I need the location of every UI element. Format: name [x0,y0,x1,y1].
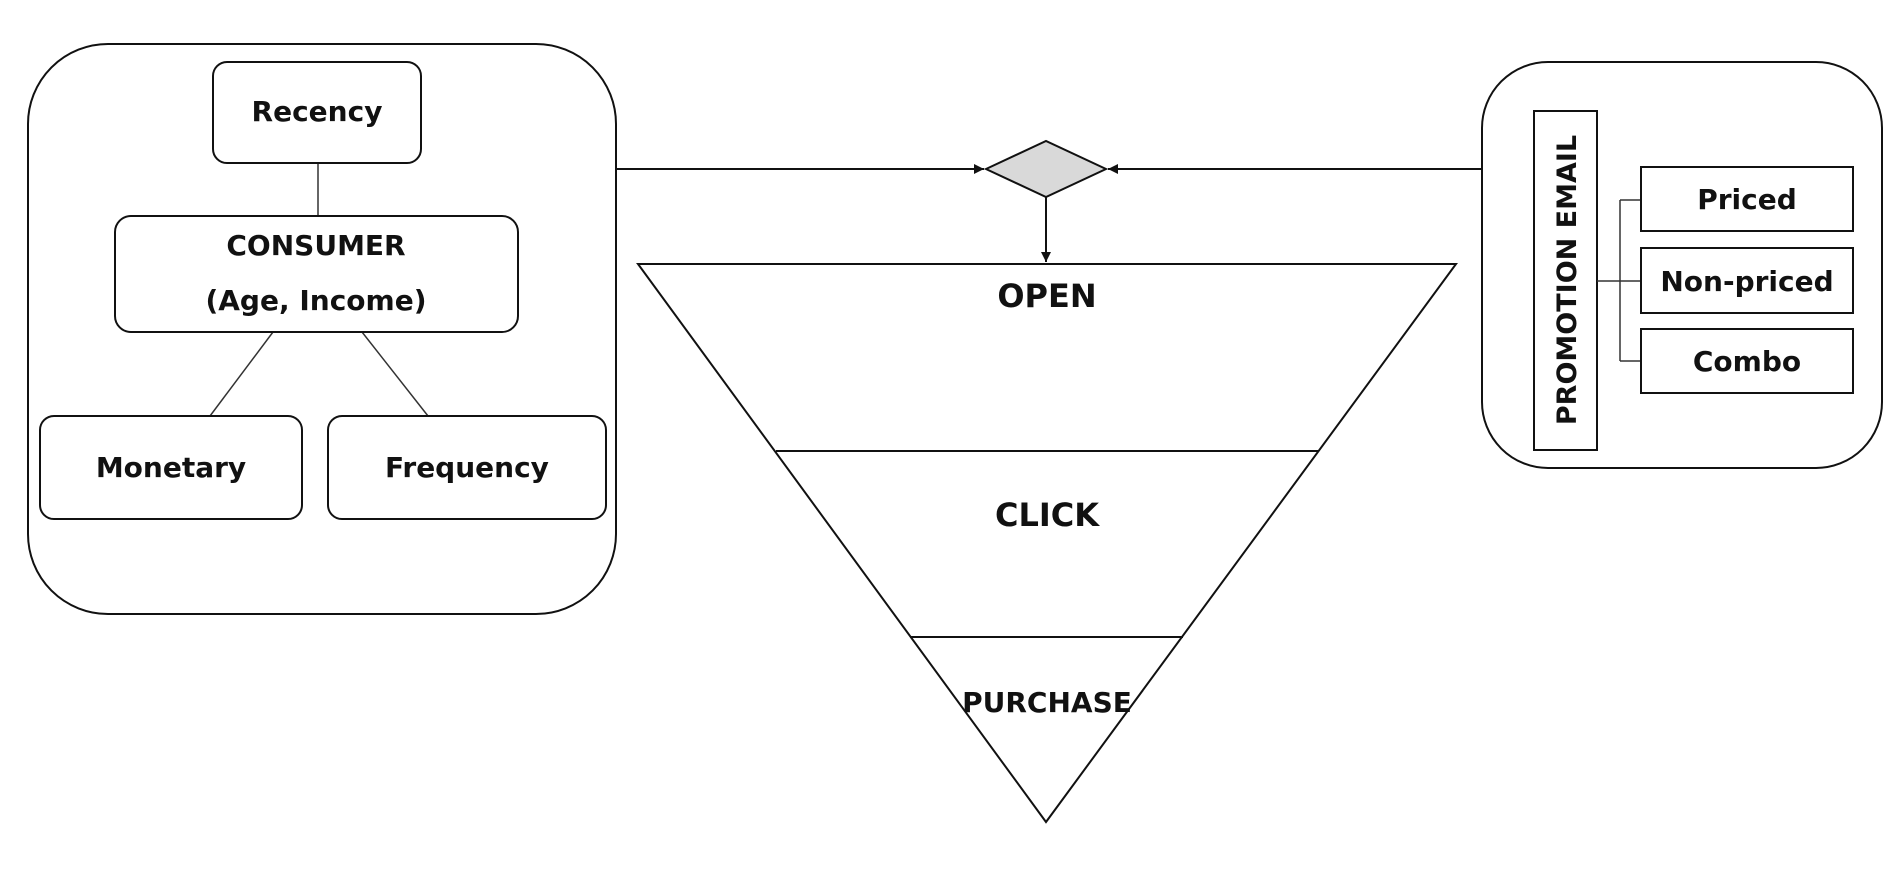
consumer-frequency-connector [361,331,429,417]
priced-box: Priced [1640,166,1854,232]
promotion-email-box: PROMOTION EMAIL [1533,110,1598,451]
funnel: OPEN CLICK PURCHASE [636,263,1458,824]
nonpriced-box: Non-priced [1640,247,1854,314]
combo-label: Combo [1693,345,1801,378]
funnel-purchase-label: PURCHASE [962,686,1132,719]
funnel-outline [636,263,1458,824]
promotion-panel: PROMOTION EMAIL Priced Non-priced Combo [1481,61,1883,469]
consumer-box: CONSUMER (Age, Income) [114,215,519,333]
recency-box: Recency [212,61,422,164]
consumer-panel: Recency CONSUMER (Age, Income) Monetary … [27,43,617,615]
consumer-subtitle: (Age, Income) [205,284,426,317]
monetary-label: Monetary [96,451,246,484]
consumer-monetary-connector [209,331,274,417]
combo-box: Combo [1640,328,1854,394]
funnel-open-label: OPEN [997,277,1096,315]
frequency-box: Frequency [327,415,607,520]
promotion-email-label: PROMOTION EMAIL [1552,135,1583,425]
frequency-label: Frequency [385,451,549,484]
merge-diamond [983,139,1109,199]
funnel-click-label: CLICK [995,496,1100,534]
recency-label: Recency [252,95,383,128]
monetary-box: Monetary [39,415,303,520]
priced-label: Priced [1697,183,1797,216]
nonpriced-label: Non-priced [1660,265,1833,298]
consumer-title: CONSUMER [226,229,405,262]
